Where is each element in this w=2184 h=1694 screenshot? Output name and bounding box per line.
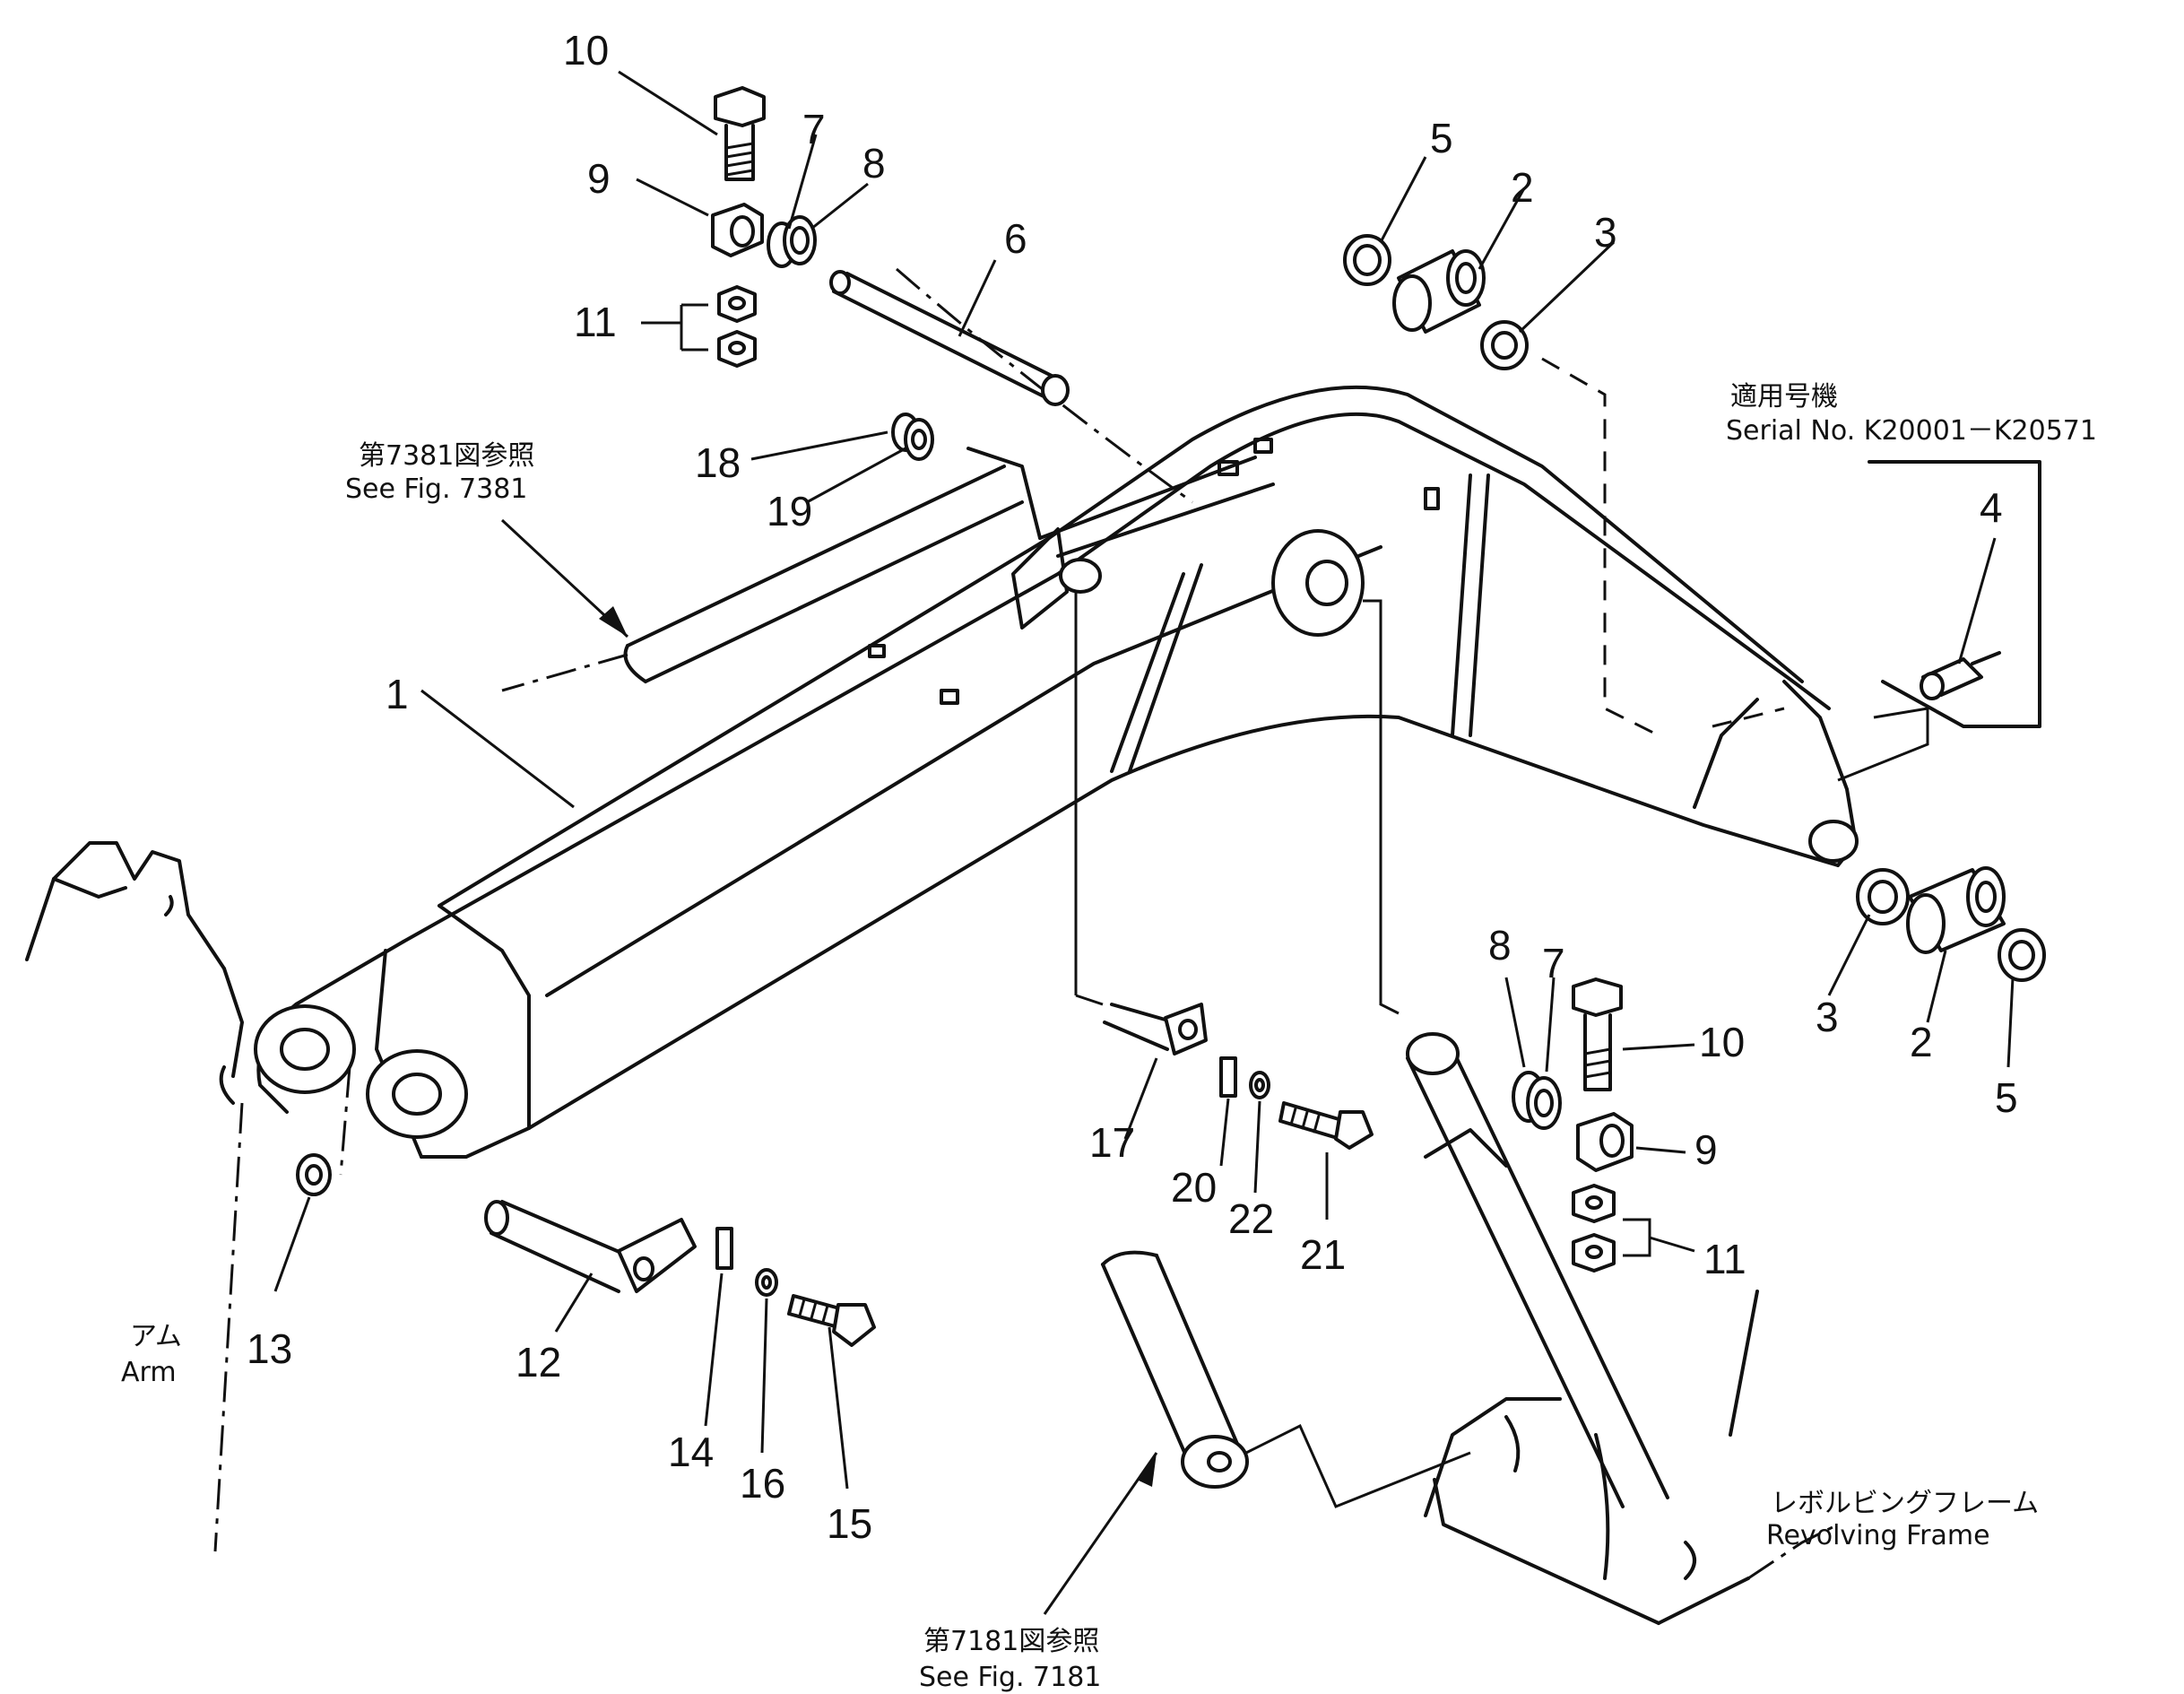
- fig7381-note-en: See Fig. 7381: [345, 473, 527, 505]
- arm-outline: [25, 841, 244, 1552]
- seal-top-3: [1480, 320, 1529, 370]
- part-labels: 10 9 7 8 6 11 18 19 5 2 3 4 1 3 2 5 8 7 …: [247, 27, 2018, 1547]
- pin-6: [829, 270, 1070, 406]
- arm-note-en: Arm: [121, 1357, 177, 1388]
- part-label: 7: [802, 106, 826, 152]
- frame-note-jp: レボルビングフレーム: [1771, 1488, 2039, 1519]
- part-label: 7: [1542, 940, 1565, 986]
- bolt-right: [1572, 977, 1623, 1091]
- part-label: 11: [574, 299, 617, 345]
- part-label: 2: [1910, 1019, 1933, 1065]
- part-label: 8: [862, 140, 886, 187]
- bushing-right: [1906, 866, 2006, 954]
- part-label: 2: [1511, 164, 1534, 211]
- part-label: 4: [1980, 484, 2003, 531]
- shims-top: [767, 215, 817, 268]
- seal-right-5: [1998, 928, 2046, 982]
- serial-note-jp: 適用号機: [1730, 381, 1838, 413]
- part-label: 17: [1089, 1119, 1135, 1166]
- part-label: 18: [695, 439, 741, 486]
- part-label: 20: [1171, 1164, 1217, 1211]
- part-label: 19: [767, 488, 812, 534]
- boom-body: [254, 385, 1859, 1159]
- part-label: 14: [668, 1429, 714, 1475]
- boom-cylinder: [1101, 1032, 1669, 1508]
- nuts-right: [1572, 1184, 1616, 1273]
- part-label: 12: [516, 1339, 561, 1386]
- assembly-lines: [339, 267, 1929, 1176]
- bolt-21: [1278, 1101, 1374, 1150]
- part-label: 21: [1300, 1231, 1346, 1278]
- part-label: 5: [1430, 115, 1453, 161]
- pin-12: [484, 1200, 697, 1293]
- boom-cylinder-rod: [623, 447, 1042, 683]
- part-label: 16: [740, 1460, 785, 1507]
- spacer-right: [1576, 1112, 1634, 1172]
- washer-16: [755, 1268, 778, 1297]
- fig7181-note-jp: 第7181図参照: [923, 1626, 1099, 1657]
- revolving-frame-outline: [1424, 1290, 1839, 1625]
- seal-right-3: [1856, 868, 1910, 925]
- part-label: 3: [1816, 994, 1839, 1040]
- bolt-15: [787, 1294, 876, 1347]
- plate-20: [1219, 1056, 1237, 1098]
- part-label: 9: [587, 155, 611, 202]
- part-label: 5: [1995, 1074, 2018, 1121]
- shims-18-19: [891, 413, 934, 461]
- fig7181-note-en: See Fig. 7181: [919, 1662, 1101, 1693]
- arm-note-jp: アム: [130, 1321, 182, 1352]
- grease-fitting-box: [1868, 460, 2041, 728]
- washer-13: [296, 1153, 332, 1196]
- washer-22: [1249, 1071, 1270, 1099]
- reference-notes: 第7381図参照 See Fig. 7381 第7181図参照 See Fig.…: [121, 381, 2097, 1693]
- fig7381-note-jp: 第7381図参照: [359, 440, 534, 472]
- part-label: 11: [1703, 1236, 1746, 1282]
- serial-note-en: Serial No. K20001－K20571: [1726, 415, 2097, 447]
- frame-note-en: Revolving Frame: [1766, 1520, 1990, 1551]
- part-label: 15: [827, 1500, 872, 1547]
- part-label: 10: [563, 27, 609, 74]
- seal-top: [1343, 234, 1391, 286]
- part-label: 8: [1488, 922, 1512, 969]
- plate-14: [715, 1227, 733, 1270]
- arrowheads: [599, 606, 1157, 1487]
- spacer-top: [711, 203, 764, 257]
- part-label: 3: [1594, 209, 1617, 256]
- part-label: 1: [386, 671, 409, 717]
- part-label: 6: [1004, 215, 1027, 262]
- part-label: 13: [247, 1325, 292, 1372]
- bushing-top: [1392, 249, 1486, 334]
- bolt-top: [714, 86, 766, 181]
- part-label: 9: [1694, 1126, 1718, 1173]
- nuts-top: [717, 285, 757, 368]
- part-label: 10: [1699, 1019, 1745, 1065]
- part-label: 22: [1228, 1195, 1274, 1242]
- pin-17: [1103, 1003, 1208, 1055]
- shims-right: [1512, 1071, 1562, 1130]
